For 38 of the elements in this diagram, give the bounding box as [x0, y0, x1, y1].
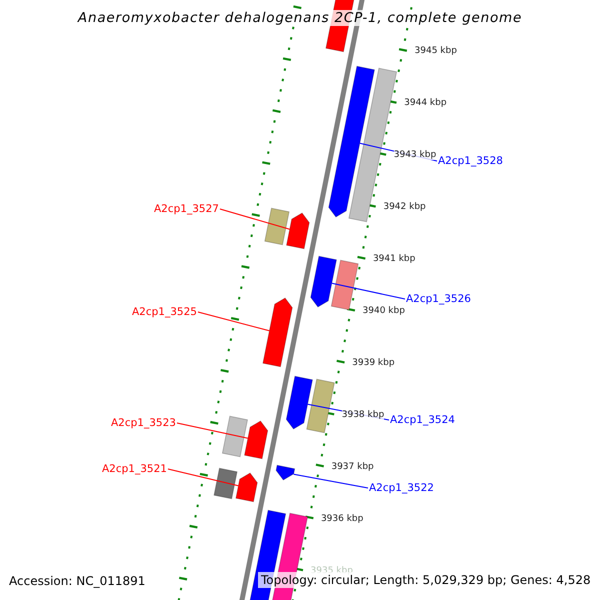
gene-label: A2cp1_3521: [102, 463, 167, 475]
gene-feature: [264, 208, 290, 246]
gene-feature: [214, 468, 238, 500]
gene-label: A2cp1_3528: [438, 155, 503, 167]
gene-label: A2cp1_3522: [369, 482, 434, 494]
accession-text: Accession: NC_011891: [9, 574, 146, 588]
gene-feature: [286, 376, 313, 430]
leader-line: [331, 282, 406, 300]
scale-label: 3938 kbp: [342, 410, 384, 420]
leader-line: [219, 208, 290, 230]
gene-label: A2cp1_3524: [390, 414, 455, 426]
scale-label: 3936 kbp: [320, 514, 364, 524]
scale-label: 3945 kbp: [414, 46, 457, 56]
gene-feature: [328, 66, 375, 218]
gene-label: A2cp1_3523: [111, 417, 176, 429]
leader-line: [167, 468, 239, 486]
gene-feature: [235, 472, 258, 502]
scale-label: 3937 kbp: [331, 462, 374, 472]
gene-label: A2cp1_3525: [132, 306, 197, 318]
gene-feature: [244, 420, 268, 460]
leader-line: [197, 312, 270, 332]
gene-feature: [276, 464, 296, 481]
gene-feature: [330, 260, 359, 310]
gene-feature: [286, 212, 310, 250]
gene-feature: [306, 378, 335, 434]
gene-feature: [222, 416, 248, 458]
title: Anaeromyxobacter dehalogenans 2CP-1, complete genome: [78, 10, 522, 26]
gene-label: A2cp1_3526: [406, 293, 471, 305]
scale-label: 3942 kbp: [383, 202, 426, 212]
gene-feature: [262, 297, 293, 368]
scale-label: 3941 kbp: [372, 254, 416, 264]
gene-label: A2cp1_3527: [154, 203, 219, 215]
leader-line: [293, 474, 368, 488]
leader-line: [176, 422, 248, 439]
scale-label: 3943 kbp: [394, 150, 436, 160]
gene-feature: [310, 256, 337, 308]
scale-label: 3940 kbp: [362, 306, 405, 316]
scale-label: 3939 kbp: [352, 358, 395, 368]
